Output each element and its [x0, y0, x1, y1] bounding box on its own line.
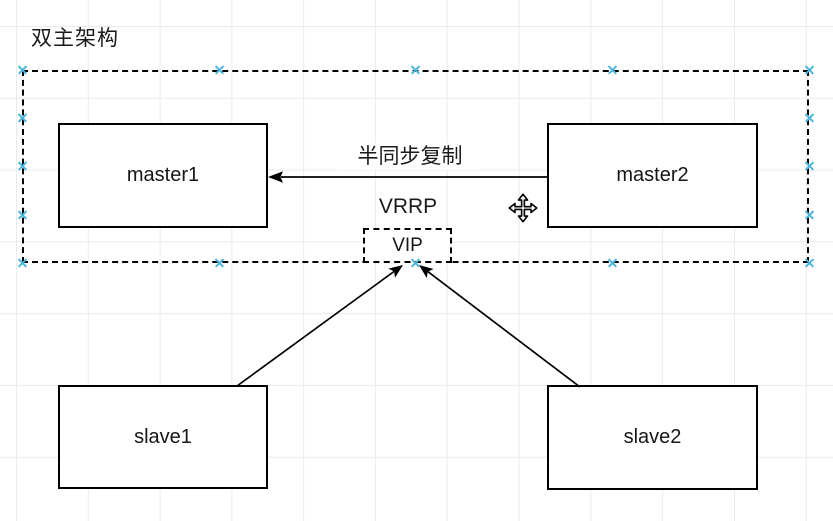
- connection-point[interactable]: [608, 259, 617, 268]
- connection-point[interactable]: [215, 259, 224, 268]
- connection-point[interactable]: [805, 66, 814, 75]
- connection-point[interactable]: [805, 162, 814, 171]
- edge-slave1-to-vip[interactable]: [236, 265, 403, 387]
- connection-point[interactable]: [411, 66, 420, 75]
- node-label: slave1: [134, 425, 192, 448]
- node-master2[interactable]: master2: [547, 123, 758, 228]
- edge-label-replication: 半同步复制: [340, 143, 480, 170]
- node-label: master1: [126, 164, 200, 186]
- node-label: VIP: [392, 234, 423, 256]
- connection-point[interactable]: [411, 259, 420, 268]
- node-vip[interactable]: VIP: [363, 228, 452, 263]
- node-slave1[interactable]: slave1: [58, 385, 268, 489]
- connection-point[interactable]: [608, 66, 617, 75]
- connection-point[interactable]: [18, 114, 27, 123]
- connection-point[interactable]: [215, 66, 224, 75]
- node-label: master2: [616, 164, 689, 186]
- connection-point[interactable]: [18, 66, 27, 75]
- vrrp-label: VRRP: [378, 195, 438, 218]
- connection-point[interactable]: [18, 211, 27, 220]
- edge-slave2-to-vip[interactable]: [419, 265, 581, 388]
- diagram-title: 双主架构: [31, 27, 119, 50]
- connection-point[interactable]: [805, 211, 814, 220]
- connection-point[interactable]: [805, 114, 814, 123]
- node-master1[interactable]: master1: [58, 123, 268, 228]
- node-slave2[interactable]: slave2: [547, 385, 758, 490]
- node-label: slave2: [623, 426, 682, 448]
- connection-point[interactable]: [805, 259, 814, 268]
- move-cursor-icon: [508, 193, 538, 223]
- connection-point[interactable]: [18, 259, 27, 268]
- connection-point[interactable]: [18, 162, 27, 171]
